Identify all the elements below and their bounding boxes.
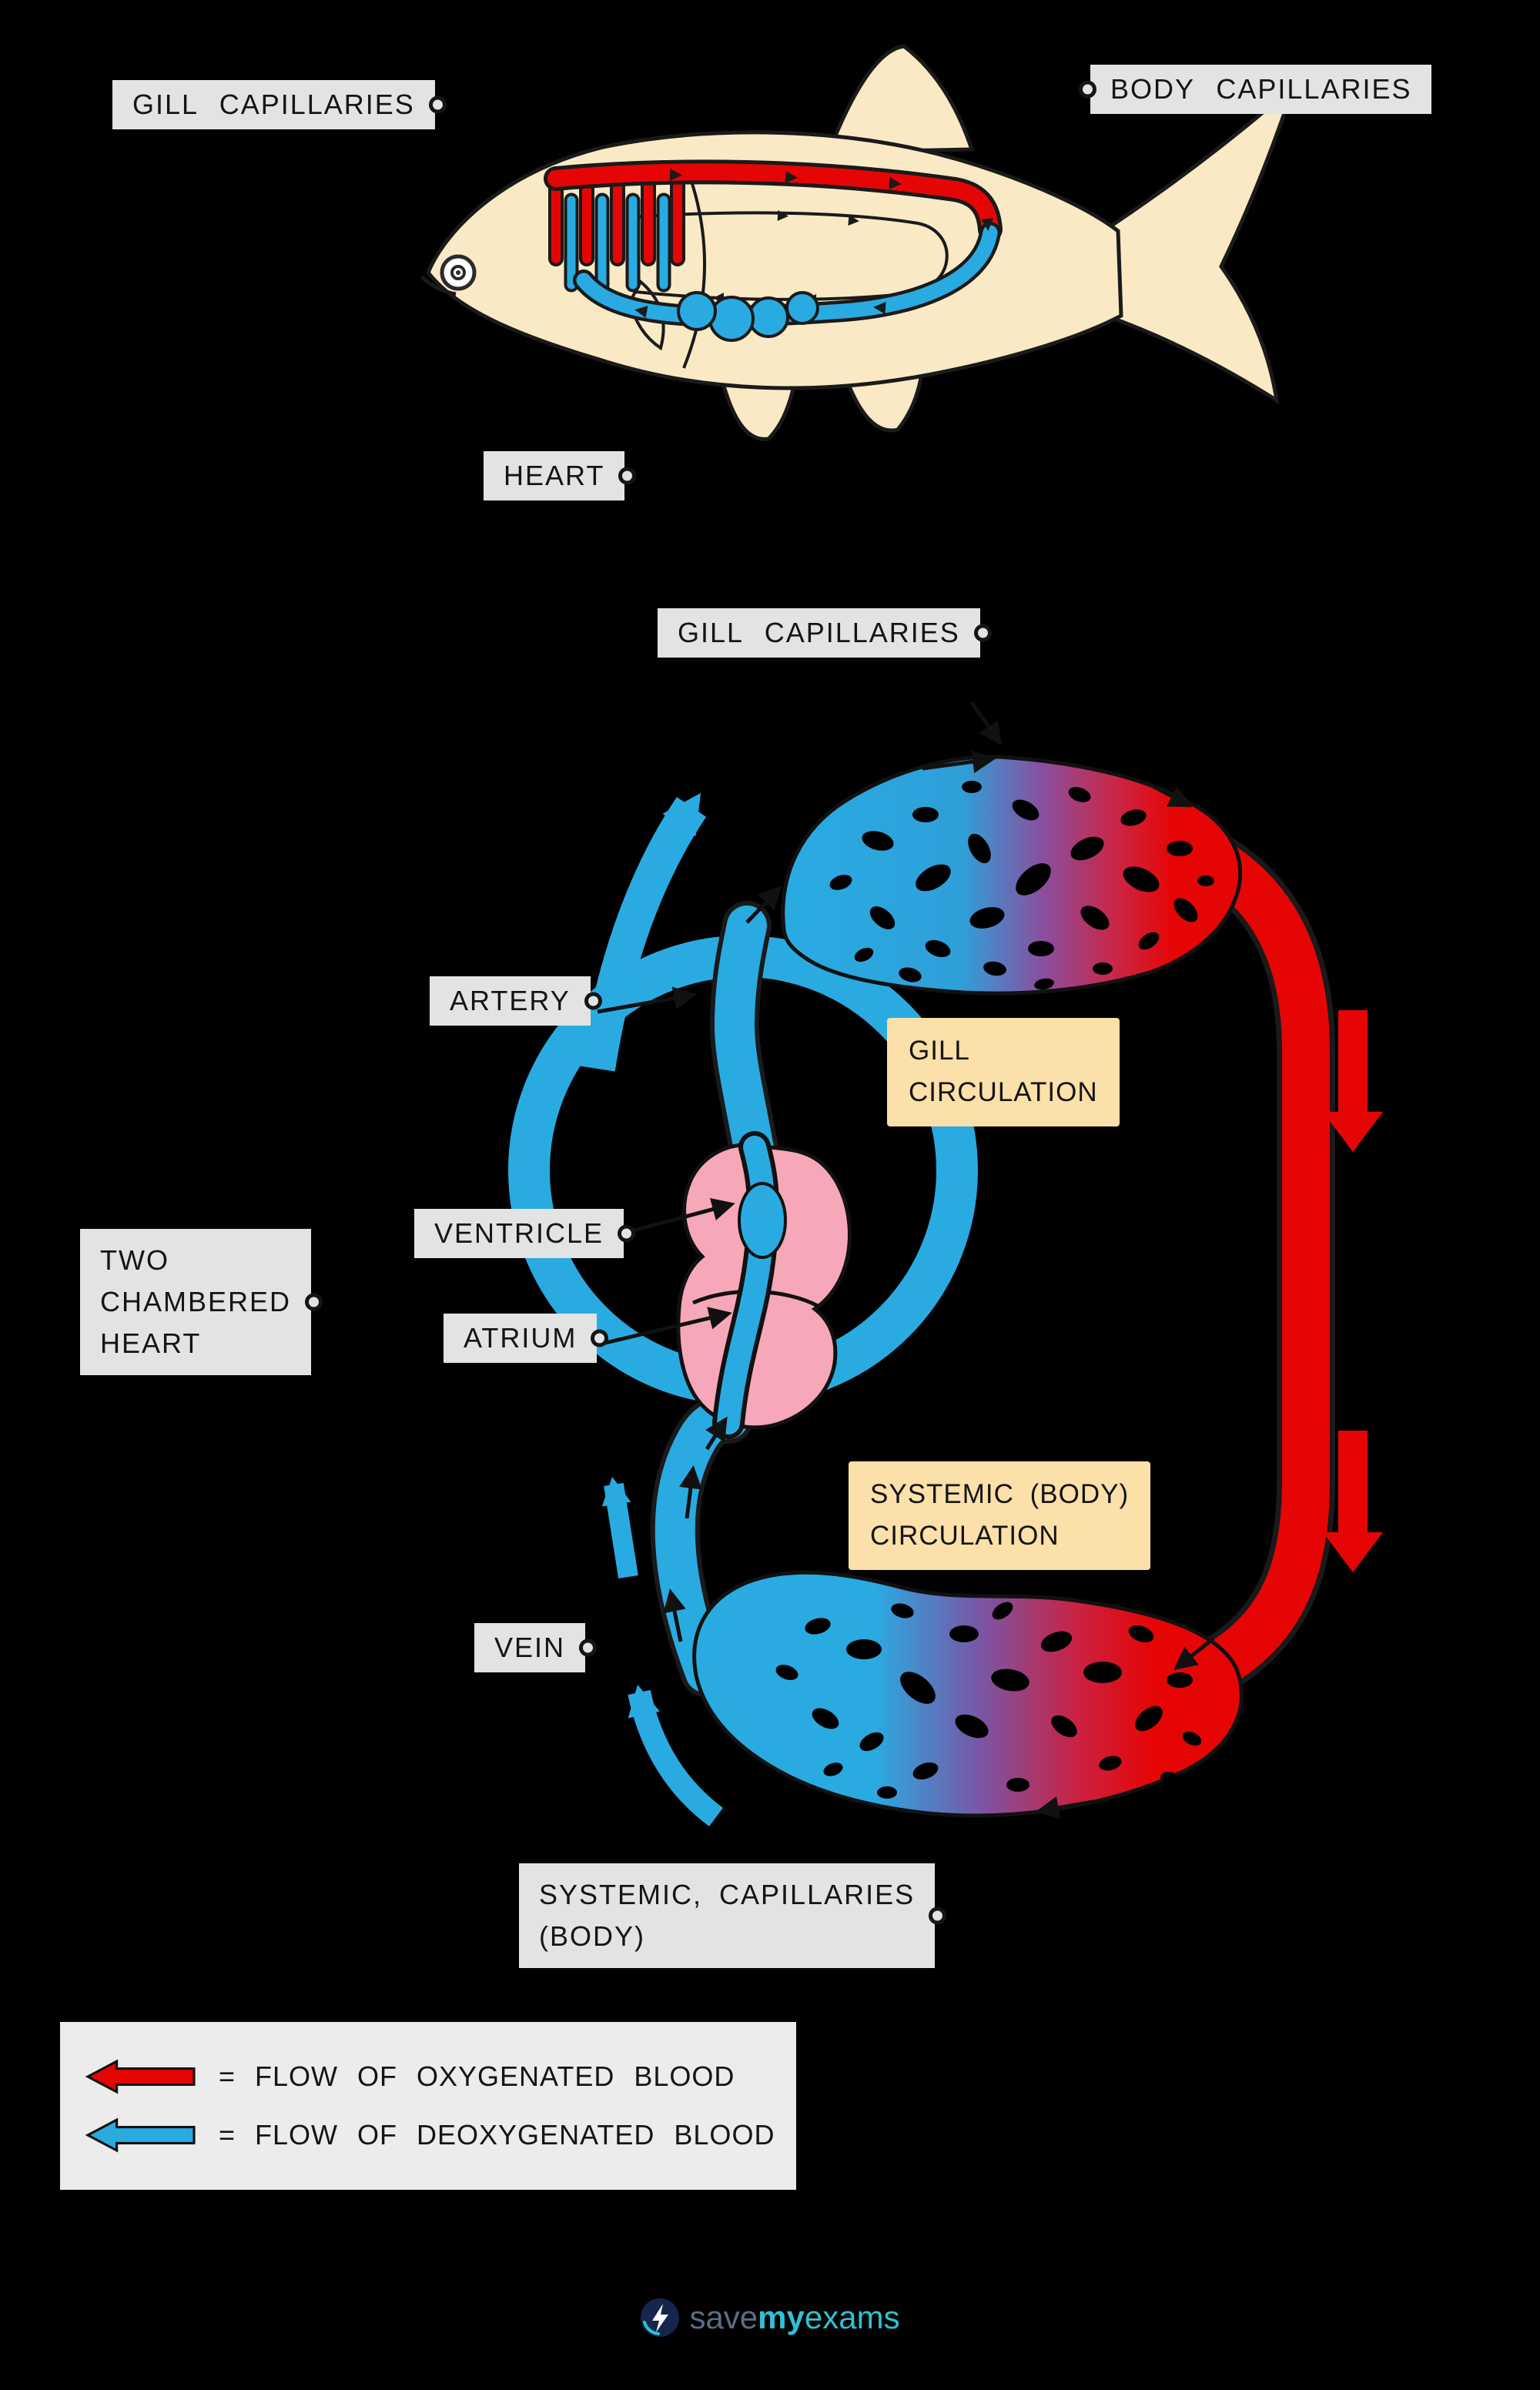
- artery-vessel: [1153, 816, 1335, 1699]
- oxygenated-flow-arrow-upper: [1323, 1010, 1383, 1152]
- label-line: CIRCULATION: [909, 1077, 1098, 1108]
- savemyexams-brand: savemyexams: [0, 2298, 1540, 2338]
- label-line: SYSTEMIC, CAPILLARIES: [539, 1879, 916, 1910]
- savemyexams-logo-text: savemyexams: [689, 2299, 899, 2336]
- gill-capillary-bed: [781, 755, 1243, 996]
- label-connector-dot: [579, 1639, 598, 1657]
- label-line: GILL: [909, 1036, 970, 1066]
- label-gill-capillaries-fish: GILL CAPILLARIES: [112, 80, 447, 129]
- legend-text-oxygenated: = FLOW OF OXYGENATED BLOOD: [219, 2060, 735, 2092]
- label-connector-dot: [584, 992, 602, 1010]
- fish-pelvic-fin: [719, 378, 798, 441]
- legend-row-oxygenated: = FLOW OF OXYGENATED BLOOD: [60, 2059, 796, 2094]
- label-text: BODY CAPILLARIES: [1110, 73, 1412, 105]
- legend-row-deoxygenated: = FLOW OF DEOXYGENATED BLOOD: [60, 2117, 796, 2153]
- label-text: GILL CAPILLARIES: [678, 617, 960, 648]
- oxygenated-flow-arrow-lower: [1323, 1431, 1383, 1572]
- deoxygenated-flow-arrow-vein: [601, 1477, 638, 1579]
- label-line: TWO: [100, 1244, 169, 1276]
- heart-blood-channel: [712, 1131, 787, 1439]
- label-systemic-capillaries: SYSTEMIC, CAPILLARIES (BODY): [519, 1863, 947, 1968]
- label-text: GILL CAPILLARIES: [132, 89, 415, 120]
- legend-text-deoxygenated: = FLOW OF DEOXYGENATED BLOOD: [219, 2119, 775, 2151]
- label-connector-dot: [305, 1293, 323, 1311]
- label-vein: VEIN: [474, 1623, 598, 1672]
- deoxygenated-flow-arrow-bottom-curved: [628, 1685, 724, 1827]
- fish-gill-cover-line: [682, 167, 707, 369]
- brand-my: my: [758, 2299, 805, 2335]
- label-ventricle: VENTRICLE: [414, 1209, 636, 1258]
- brand-save: save: [689, 2299, 758, 2335]
- fish-tail-fin: [1103, 80, 1298, 405]
- label-connector-dot: [591, 1329, 609, 1347]
- label-connector-dot: [618, 1224, 636, 1243]
- label-text: ARTERY: [450, 985, 571, 1016]
- oxygenated-arrow-icon: [85, 2059, 196, 2094]
- label-line: CIRCULATION: [870, 1521, 1060, 1551]
- deoxygenated-flow-arrow-top: [580, 793, 707, 1072]
- label-heart-fish: HEART: [484, 451, 637, 500]
- deoxygenated-arrow-icon: [85, 2117, 196, 2153]
- label-line: SYSTEMIC (BODY): [870, 1479, 1130, 1509]
- label-gill-capillaries-schematic: GILL CAPILLARIES: [658, 608, 992, 658]
- label-text: HEART: [504, 460, 605, 491]
- fish-heart: [677, 291, 819, 342]
- label-atrium: ATRIUM: [444, 1314, 609, 1363]
- fish-dorsal-artery: [544, 159, 1003, 242]
- label-connector-dot: [1079, 80, 1096, 99]
- label-systemic-circulation: SYSTEMIC (BODY) CIRCULATION: [849, 1461, 1151, 1570]
- label-body-capillaries-fish: BODY CAPILLARIES: [1079, 65, 1432, 114]
- legend: = FLOW OF OXYGENATED BLOOD = FLOW OF DEO…: [60, 2022, 796, 2190]
- fish-mouth: [420, 276, 457, 296]
- label-text: ATRIUM: [464, 1322, 578, 1354]
- label-connector-dot: [428, 95, 447, 114]
- label-text: VEIN: [494, 1632, 566, 1663]
- circulation-schematic: [508, 701, 1383, 1827]
- label-connector-dot: [973, 624, 992, 642]
- fish-dorsal-fin: [825, 44, 975, 155]
- label-text: VENTRICLE: [434, 1217, 604, 1249]
- label-line: (BODY): [539, 1920, 645, 1952]
- label-artery: ARTERY: [430, 976, 602, 1026]
- label-line: HEART: [100, 1327, 202, 1359]
- fish-flow-arrows: [634, 169, 993, 318]
- label-connector-dot: [929, 1906, 947, 1925]
- savemyexams-logo-icon: [641, 2298, 680, 2337]
- systemic-capillary-bed: [692, 1570, 1244, 1818]
- fish-eye: [440, 254, 477, 291]
- label-connector-dot: [618, 467, 637, 485]
- fish-illustration: [420, 44, 1298, 441]
- label-gill-circulation: GILL CIRCULATION: [887, 1018, 1120, 1126]
- brand-exams: exams: [804, 2299, 900, 2335]
- label-line: CHAMBERED: [100, 1286, 292, 1317]
- label-two-chambered-heart: TWO CHAMBERED HEART: [80, 1229, 323, 1375]
